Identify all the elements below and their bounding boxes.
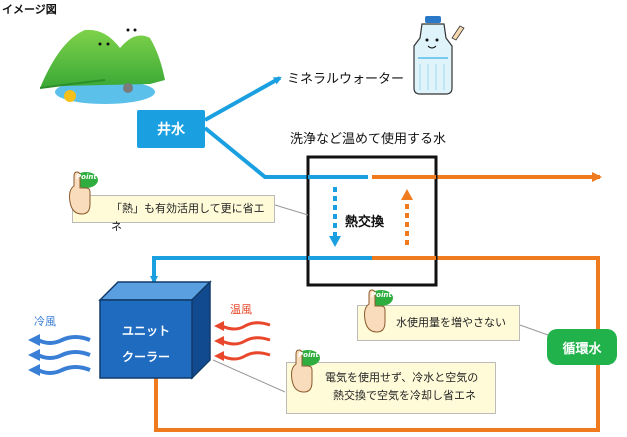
unit-cooler-label-2: クーラー [121,350,170,364]
note-text: 水使用量を増やさない [396,316,506,329]
unit-cooler-label-1: ユニット [121,324,170,338]
warm-air-arrows [221,321,271,361]
cold-air-label: 冷風 [34,315,56,328]
pointing-hand-icon: Point [355,288,395,336]
cold-air-arrows [37,335,91,375]
page-title: イメージ図 [2,3,57,16]
circulating-water-box: 循環水 [547,329,617,365]
water-bottle-illustration [413,16,465,95]
mineral-water-label: ミネラルウォーター [287,72,405,87]
point-badge: Point [298,351,319,359]
note-line-2: 熱交換で空気を冷却し省エネ [333,389,476,402]
wash-water-label: 洗浄など温めて使用する水 [290,132,447,147]
warm-air-label: 温風 [230,303,252,316]
note-text: 「熱」も有効活用して更に省エネ [111,202,265,233]
point-note-electricity: 電気を使用せず、冷水と空気の 熱交換で空気を冷却し省エネ [286,362,496,414]
note-line-1: 電気を使用せず、冷水と空気の [325,371,479,384]
point-note-heat: 「熱」も有効活用して更に省エネ [72,195,275,233]
point-badge: Point [371,291,392,299]
well-water-box: 井水 [137,110,205,148]
mountain-illustration [39,28,165,104]
well-water-label: 井水 [157,122,185,138]
pointing-hand-icon: Point [282,348,322,396]
unit-cooler [98,280,212,380]
circulating-water-label: 循環水 [562,341,602,357]
pointing-hand-icon: Point [60,170,100,218]
heat-exchange-label: 熱交換 [345,215,385,230]
point-badge: Point [76,173,97,181]
